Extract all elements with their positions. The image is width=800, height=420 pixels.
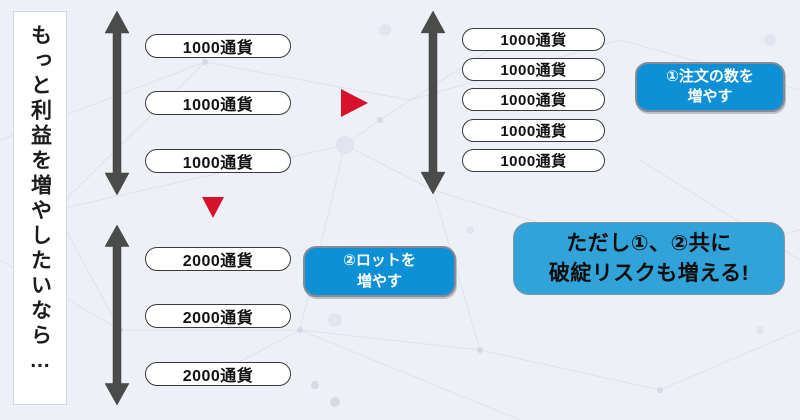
currency-pill: 1000通貨 bbox=[462, 88, 605, 111]
currency-pill: 2000通貨 bbox=[145, 362, 291, 386]
badge-increase-lots-line2: 増やす bbox=[356, 272, 402, 290]
currency-pill: 1000通貨 bbox=[462, 28, 605, 51]
vertical-caption-text: もっと利益を増やしたいなら… bbox=[28, 24, 52, 376]
double-arrow-vertical-orders bbox=[421, 11, 445, 194]
badge-increase-lots-line1: ②ロットを bbox=[343, 252, 416, 270]
badge-increase-orders-line1: ①注文の数を bbox=[666, 67, 754, 85]
currency-pill: 1000通貨 bbox=[145, 91, 291, 115]
red-arrow-right-icon bbox=[341, 89, 368, 117]
currency-pill: 1000通貨 bbox=[145, 34, 291, 58]
currency-pill: 1000通貨 bbox=[462, 58, 605, 81]
double-arrow-vertical-lots bbox=[105, 225, 129, 405]
badge-increase-lots: ②ロットを 増やす bbox=[303, 246, 456, 297]
risk-warning-line2: 破綻リスクも増える! bbox=[548, 261, 750, 285]
red-arrow-down-icon bbox=[202, 197, 224, 218]
currency-pill: 2000通貨 bbox=[145, 247, 291, 271]
risk-warning-box: ただし①、②共に 破綻リスクも増える! bbox=[513, 222, 785, 295]
currency-pill: 2000通貨 bbox=[145, 304, 291, 328]
currency-pill: 1000通貨 bbox=[462, 119, 605, 142]
badge-increase-orders: ①注文の数を 増やす bbox=[635, 62, 785, 112]
vertical-caption-panel: もっと利益を増やしたいなら… bbox=[13, 11, 67, 405]
risk-warning-line1: ただし①、②共に bbox=[566, 232, 732, 256]
double-arrow-vertical-base bbox=[105, 11, 129, 195]
badge-increase-orders-line2: 増やす bbox=[687, 88, 733, 105]
currency-pill: 1000通貨 bbox=[145, 149, 291, 173]
currency-pill: 1000通貨 bbox=[462, 149, 605, 172]
